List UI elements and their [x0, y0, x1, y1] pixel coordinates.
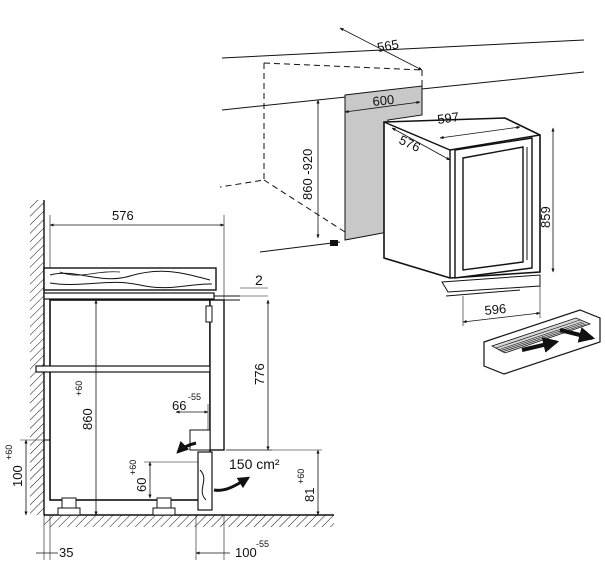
dim-counter-depth: 576: [112, 208, 134, 223]
svg-text:860: 860: [80, 408, 95, 430]
dim-niche-height: 860 -920: [300, 149, 315, 200]
dim-vent-low-main: 81: [302, 488, 317, 502]
dim-base-width: 596: [484, 301, 507, 318]
dim-vent-height-sup: +60: [128, 460, 138, 475]
dim-vent-height-main: 60: [134, 478, 149, 492]
dim-unit-width: 597: [436, 109, 460, 127]
dim-unit-height: 859: [538, 206, 553, 228]
dim-plinth-depth-sup: -55: [256, 539, 269, 549]
dim-plinth-left-sup: +60: [4, 445, 14, 460]
dim-plinth-left-main: 100: [10, 465, 25, 487]
dim-vent-offset-sup: -55: [188, 392, 201, 402]
dim-niche-depth: 565: [376, 36, 400, 55]
dim-plinth-depth-main: 100: [235, 545, 257, 560]
niche-3d-view: 565 600 576 597 860 -920 859 596: [219, 27, 585, 326]
dim-cabinet-height: 776: [252, 363, 267, 385]
vent-grille-detail: [483, 309, 601, 375]
dim-niche-height-main: 860: [80, 408, 95, 430]
dim-gap-top: 2: [255, 272, 263, 288]
dim-foot-offset: 35: [59, 545, 73, 560]
dim-niche-width: 600: [372, 92, 395, 109]
airflow-label: 150 cm²: [229, 456, 280, 472]
dim-niche-height-sup: +60: [74, 381, 84, 396]
dim-vent-low-sup: +60: [296, 469, 306, 484]
side-section-view: 576 2 776 860 +60 66 -55 150 cm² 100 +60…: [4, 200, 334, 560]
dim-vent-offset-main: 66: [172, 398, 186, 413]
